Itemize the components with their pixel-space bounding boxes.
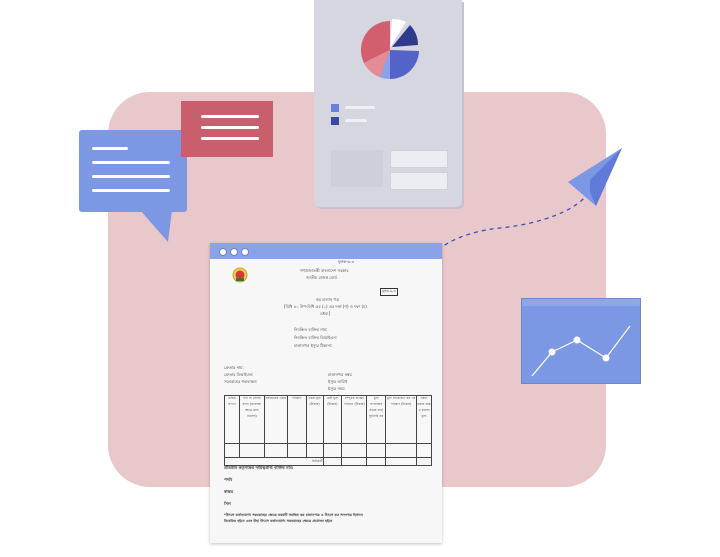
legend-swatch [331, 117, 339, 125]
table-total-row: সর্বমোট [224, 457, 432, 466]
column-header: একক মূল্য (টাকায়) [305, 395, 324, 444]
legend-swatch [331, 104, 339, 112]
window-title-bar [210, 243, 442, 259]
header-line-1: গণপ্রজাতন্ত্রী বাংলাদেশ সরকার [300, 268, 349, 273]
line-chart-card [521, 298, 641, 384]
text-line [92, 189, 170, 192]
table-header-row: ক্রমিক সংখ্যা পণ্য বা সেবার বর্ণনা (প্রয… [224, 395, 432, 444]
chat-bubble-tail [140, 210, 172, 242]
pie-slice [380, 50, 390, 79]
pie-slice [360, 20, 390, 63]
footnote-line-2: বিবেচিত হইবে এবং উহা উৎসে কর্তনযোগ্য সরব… [224, 519, 333, 523]
buyer-bin: ক্রেতার বিআইএন: [224, 372, 254, 377]
pie-chart [360, 18, 419, 80]
invoice-number: চালানপত্র নম্বর [328, 372, 352, 377]
column-header: পণ্য বা সেবার বর্ণনা (প্রযোজ্য ক্ষেত্রে … [238, 395, 265, 444]
column-header: ক্রমিক সংখ্যা [224, 395, 240, 444]
text-line [92, 175, 170, 178]
chart-point [602, 354, 610, 362]
report-block [390, 150, 448, 168]
table-row [224, 443, 432, 458]
chat-bubble-red [181, 101, 273, 157]
footnote-line-1: *উৎসে কর্তনযোগ্য সরবরাহের ক্ষেত্রে ফরমটি… [224, 513, 363, 517]
column-header: সরবরাহের একক [263, 395, 288, 444]
issue-date: ইস্যুর তারিখ [328, 379, 348, 384]
signature-label: স্বাক্ষর [224, 489, 234, 494]
total-label: সর্বমোট [224, 457, 324, 466]
signer-label: প্রতিষ্ঠান কর্তৃপক্ষের দায়িত্বপ্রাপ্ত ব… [224, 465, 294, 470]
pie-slice [390, 18, 406, 48]
paper-plane-icon [568, 148, 622, 206]
pie-slice [390, 50, 419, 80]
issue-time: ইস্যুর সময় [328, 386, 345, 391]
seal-label: সিল [224, 501, 231, 506]
report-block [390, 172, 448, 190]
line-chart [531, 325, 631, 377]
rule-line-1: [বিধি ৪০ উপ-বিধি এর (১) এর দফা (গ) ও দফা… [284, 304, 367, 309]
column-header: মূল্য সংযোজন করের হার/সুনির্দিষ্ট কর [366, 395, 387, 444]
pie-slice [392, 25, 418, 47]
report-document [314, 0, 462, 207]
report-block [331, 150, 383, 187]
window-dot [219, 248, 227, 256]
text-line [201, 126, 259, 129]
legend-line [345, 119, 367, 122]
chart-card-header [522, 299, 640, 306]
chat-bubble-fold [254, 101, 273, 111]
delivery-destination: সরবরাহের গন্তব্যস্থল: [224, 379, 258, 384]
rule-line-2: দ্রষ্টব্য] [320, 311, 331, 316]
paper-plane-path [425, 148, 622, 279]
vat-invoice-form-window: ফুনক-৬.৩ গণপ্রজাতন্ত্রী বাংলাদেশ সরকার জ… [210, 243, 442, 543]
text-line [201, 137, 259, 140]
text-line [201, 115, 259, 118]
column-header: সম্পূরক শুল্কের পরিমাণ (টাকায়) [341, 395, 368, 444]
column-header: পরিমাণ [286, 395, 307, 444]
window-dot [241, 248, 249, 256]
column-header: সকল প্রকার শুল্ক ও করসহ মূল্য [416, 395, 432, 444]
window-dot [230, 248, 238, 256]
form-number: ফুনক-৬.৩ [338, 259, 355, 264]
form-badge: মূসক-৬.৩ [380, 288, 398, 296]
column-header: মোট মূল্য (টাকায়) [322, 395, 343, 444]
invoice-table: ক্রমিক সংখ্যা পণ্য বা সেবার বর্ণনা (প্রয… [224, 395, 432, 466]
chart-point [548, 348, 556, 356]
legend-line [345, 106, 375, 109]
text-line [92, 161, 170, 164]
govt-emblem-icon [232, 267, 248, 283]
chat-bubble-blue [79, 130, 187, 212]
issue-address: চালানপত্র ইস্যুর ঠিকানা: [294, 343, 333, 348]
designation-label: পদবি [224, 477, 233, 482]
column-header: মূল্য সংযোজন কর এর পরিমাণ (টাকায়) [385, 395, 417, 444]
buyer-name: ক্রেতার নাম: [224, 365, 244, 370]
document-title: কর চালান পত্র [316, 297, 340, 302]
text-line [92, 147, 128, 150]
header-line-2: জাতীয় রাজস্ব বোর্ড [306, 275, 338, 280]
registered-name: নিবন্ধিত ব্যক্তির নাম: [294, 327, 328, 332]
registered-bin: নিবন্ধিত ব্যক্তির বিআইএন: [294, 335, 338, 340]
chart-point [573, 336, 581, 344]
